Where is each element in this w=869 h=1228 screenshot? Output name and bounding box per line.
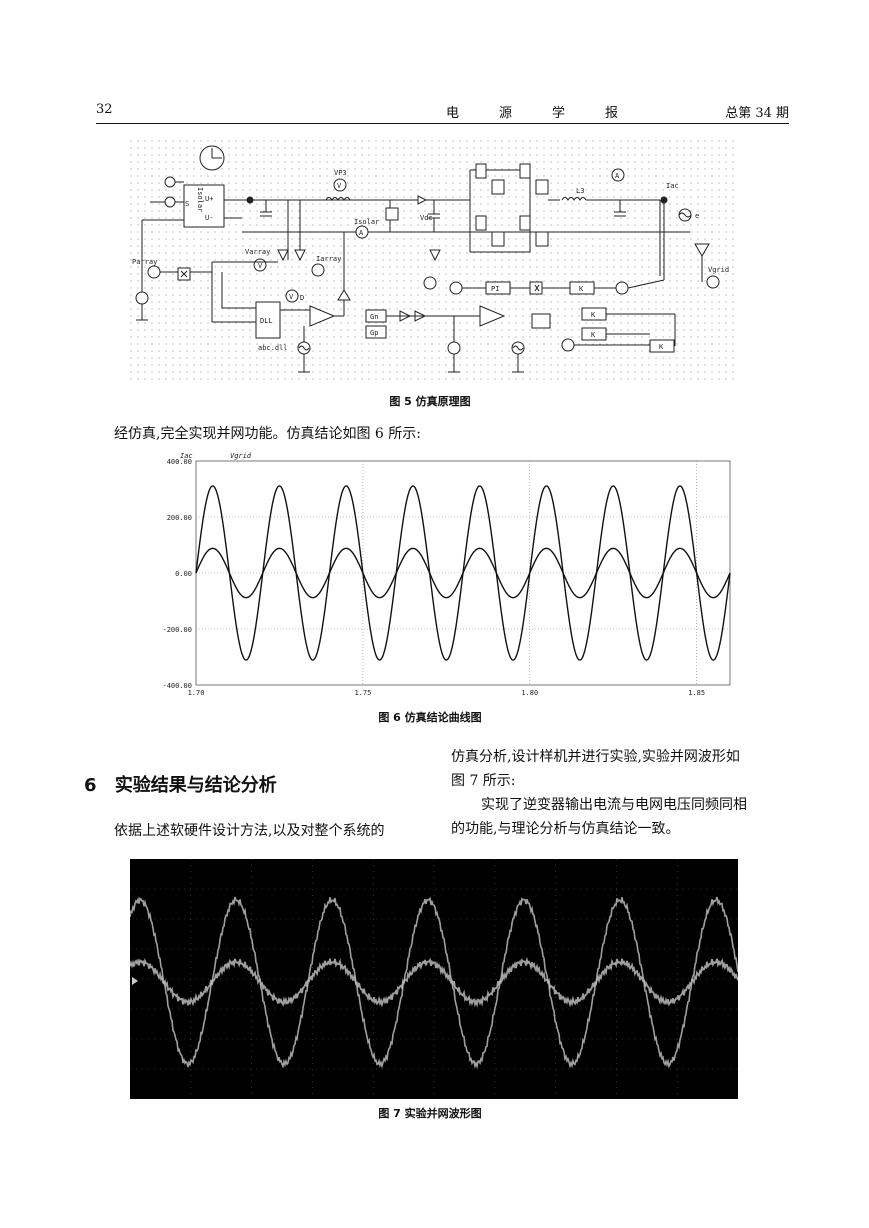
label-pi: PI bbox=[491, 285, 499, 293]
figure-5-caption: 图 5 仿真原理图 bbox=[389, 395, 471, 408]
legend-iac: Iac bbox=[180, 452, 193, 460]
section-para-right-2a: 实现了逆变器输出电流与电网电压同频同相 bbox=[481, 797, 747, 813]
figure-7-oscilloscope bbox=[129, 859, 739, 1099]
schematic-svg: Isolar U+ U- S VP3 Varray Iarray Parray … bbox=[130, 140, 735, 380]
section-title: 实验结果与结论分析 bbox=[114, 775, 277, 796]
scope-trace-current bbox=[129, 956, 739, 1008]
label-varray-meter: V bbox=[258, 262, 263, 270]
figure-6-chart: 400.00 200.00 0.00 -200.00 -400.00 1.70 1.75 1… bbox=[140, 450, 736, 702]
label-dll-meter: V bbox=[289, 293, 294, 301]
intro-paragraph: 经仿真,完全实现并网功能。仿真结论如图 6 所示: bbox=[114, 426, 421, 442]
label-vp3: VP3 bbox=[334, 169, 347, 177]
figure-6-caption: 图 6 仿真结论曲线图 bbox=[378, 711, 482, 724]
page-number: 32 bbox=[96, 102, 113, 117]
section-number: 6 bbox=[84, 775, 97, 796]
label-k-3: K bbox=[591, 331, 596, 339]
section-para-right-1b: 图 7 所示: bbox=[451, 773, 516, 789]
label-varray: Varray bbox=[245, 248, 270, 256]
label-vgrid: Vgrid bbox=[708, 266, 729, 274]
section-para-right-2b: 的功能,与理论分析与仿真结论一致。 bbox=[451, 821, 680, 837]
label-l3: L3 bbox=[576, 187, 584, 195]
label-parray: Parray bbox=[132, 258, 157, 266]
label-isolar: Isolar bbox=[354, 218, 379, 226]
label-e: e bbox=[695, 212, 699, 220]
y-tick-label: -200.00 bbox=[162, 626, 192, 634]
label-u-minus: U- bbox=[205, 214, 213, 222]
section-para-right-1a: 仿真分析,设计样机并进行实验,实验并网波形如 bbox=[451, 749, 740, 765]
label-vp3-meter: V bbox=[337, 182, 342, 190]
legend-vgrid: Vgrid bbox=[230, 452, 252, 460]
label-k-4: K bbox=[659, 343, 664, 351]
label-isolar-meter: A bbox=[359, 229, 364, 237]
y-tick-label: -400.00 bbox=[162, 682, 192, 690]
label-iac: Iac bbox=[666, 182, 679, 190]
x-tick-label: 1.70 bbox=[188, 689, 205, 697]
chart-svg: 400.00 200.00 0.00 -200.00 -400.00 1.70 1.75 1… bbox=[162, 452, 731, 697]
y-tick-label: 400.00 bbox=[167, 458, 192, 466]
label-iac-meter: A bbox=[615, 172, 620, 180]
label-gp: Gp bbox=[370, 329, 378, 337]
label-vdc: Vdc bbox=[420, 214, 433, 222]
label-dll: DLL bbox=[260, 317, 273, 325]
section-heading: 6 实验结果与结论分析 bbox=[84, 771, 277, 797]
label-d: D bbox=[300, 294, 304, 302]
section-para-left: 依据上述软硬件设计方法,以及对整个系统的 bbox=[114, 823, 385, 839]
scope-trace-voltage bbox=[129, 896, 739, 1070]
x-tick-label: 1.85 bbox=[688, 689, 705, 697]
x-tick-label: 1.80 bbox=[521, 689, 538, 697]
figure-5-schematic: Isolar U+ U- S VP3 Varray Iarray Parray … bbox=[130, 140, 735, 380]
label-s: S bbox=[185, 200, 189, 208]
label-u-plus: U+ bbox=[205, 195, 213, 203]
label-isolar-block: Isolar bbox=[196, 187, 204, 212]
y-tick-label: 0.00 bbox=[175, 570, 192, 578]
y-tick-label: 200.00 bbox=[167, 514, 192, 522]
label-abc-dll: abc.dll bbox=[258, 344, 288, 352]
series-line-vgrid bbox=[195, 485, 731, 661]
label-gn: Gn bbox=[370, 313, 378, 321]
running-header: 32 电源学报 总第 34 期 bbox=[96, 100, 789, 124]
scope-svg bbox=[129, 859, 739, 1099]
figure-7-caption: 图 7 实验并网波形图 bbox=[378, 1107, 482, 1120]
x-tick-label: 1.75 bbox=[354, 689, 371, 697]
label-k-1: K bbox=[579, 285, 584, 293]
label-k-2: K bbox=[591, 311, 596, 319]
issue-number: 总第 34 期 bbox=[725, 106, 789, 121]
journal-title: 电源学报 bbox=[446, 106, 659, 121]
label-iarray: Iarray bbox=[316, 255, 341, 263]
